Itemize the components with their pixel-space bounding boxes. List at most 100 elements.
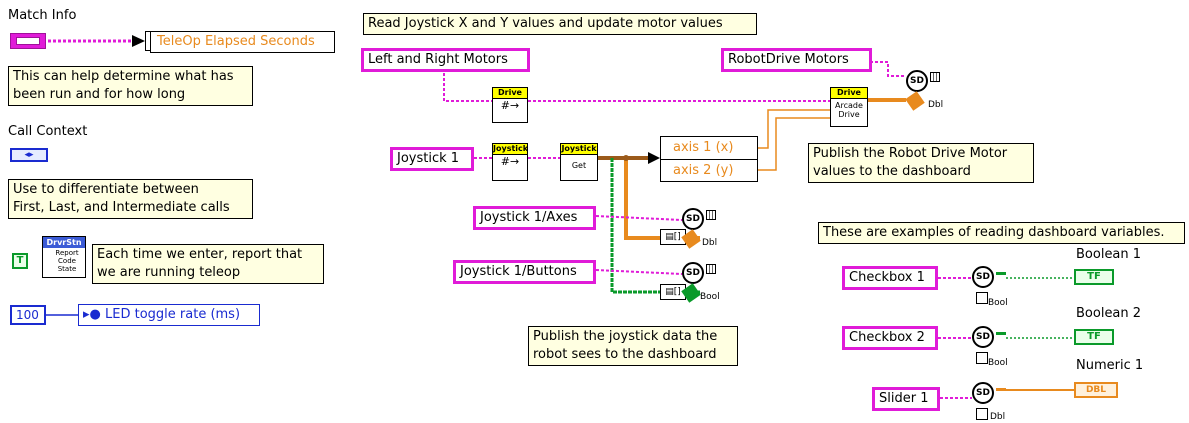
sd-icon: SD: [972, 326, 994, 348]
sd-icon: SD: [972, 266, 994, 288]
vi-body: #→: [500, 155, 520, 168]
call-context-comment: Use to differentiate between First, Last…: [8, 179, 253, 219]
report-comment: Each time we enter, report that we are r…: [92, 244, 324, 284]
joystick-1-ref[interactable]: Joystick 1: [390, 147, 474, 171]
unbundle-axes-node[interactable]: axis 1 (x) axis 2 (y): [660, 136, 758, 182]
dbl-label: Dbl: [928, 100, 944, 110]
globe-icon: ▸●: [83, 307, 101, 322]
output-icon: [996, 272, 1006, 275]
pencil-icon: [681, 229, 701, 249]
axis2-wire: [758, 117, 830, 171]
left-right-motors-wire: [443, 73, 492, 102]
match-info-comment: This can help determine what has been ru…: [8, 66, 253, 106]
publish-motor-comment: Publish the Robot Drive Motor values to …: [808, 143, 1034, 183]
arcade-drive-vi[interactable]: Drive Arcade Drive: [830, 87, 868, 127]
junction-dot: [623, 155, 629, 161]
numeric-1-indicator[interactable]: DBL: [1074, 382, 1118, 398]
comment-line: been run and for how long: [13, 87, 186, 102]
bool-label: Bool: [988, 298, 1008, 308]
title-comment: Read Joystick X and Y values and update …: [363, 13, 757, 35]
publish-joystick-comment: Publish the joystick data the robot sees…: [528, 326, 738, 366]
comment-line: robot sees to the dashboard: [533, 347, 717, 362]
robotdrive-motors-wire: [870, 61, 906, 77]
comment-line: we are running teleop: [97, 265, 241, 280]
vi-header: Joystick: [493, 144, 528, 155]
match-info-terminal[interactable]: [10, 33, 46, 49]
boolean-1-label: Boolean 1: [1076, 247, 1142, 262]
sd-put-buttons[interactable]: SD Bool: [681, 262, 720, 306]
examples-comment: These are examples of reading dashboard …: [818, 222, 1185, 244]
tf-text: TF: [1087, 331, 1101, 342]
sd-icon: SD: [682, 262, 704, 284]
vi-header: Drive: [831, 88, 867, 99]
pencil-icon: [681, 283, 701, 303]
glasses-icon: [976, 352, 988, 364]
bool-label: Bool: [988, 358, 1008, 368]
sd-put-axes[interactable]: SD Dbl: [681, 208, 718, 252]
call-context-terminal[interactable]: ◂▸: [10, 148, 48, 162]
sd-put-dbl-array-motors[interactable]: SD Dbl: [905, 70, 944, 114]
joystick-get-vi[interactable]: Joystick Get: [560, 143, 598, 181]
joystick-axes-ref[interactable]: Joystick 1/Axes: [473, 206, 596, 230]
glasses-icon: [976, 292, 988, 304]
dbl-label: Dbl: [990, 412, 1006, 422]
comment-line: values to the dashboard: [813, 164, 971, 179]
vi-body: Arcade Drive: [835, 101, 863, 119]
array-icon: [706, 210, 716, 220]
numeric-1-label: Numeric 1: [1076, 358, 1144, 373]
match-info-label: Match Info: [8, 8, 77, 23]
dbl-label: Dbl: [702, 238, 718, 248]
report-code-state-vi[interactable]: DrvrStn Report Code State: [42, 236, 86, 278]
axis1-wire: [758, 109, 830, 149]
cluster-icon: [16, 37, 40, 45]
joystick-vi-1[interactable]: Joystick #→: [492, 143, 528, 181]
sd-get-bool-2[interactable]: SD Bool: [972, 326, 1008, 372]
vi-header: Joystick: [561, 144, 597, 155]
array-icon: [930, 72, 940, 82]
comment-line: Use to differentiate between: [13, 182, 199, 197]
robotdrive-motors-ref[interactable]: RobotDrive Motors: [721, 48, 872, 72]
unbundle-arrow: [132, 35, 145, 47]
sd-get-dbl[interactable]: SD Dbl: [972, 382, 1008, 423]
drive-vi-1[interactable]: Drive #→: [492, 87, 528, 123]
axes-name-wire: [595, 215, 683, 221]
tf-text: TF: [1087, 271, 1101, 282]
slider-1-ref[interactable]: Slider 1: [872, 387, 940, 411]
boolean-2-label: Boolean 2: [1076, 306, 1142, 321]
vi-body: Report Code State: [55, 249, 79, 273]
sd-get-bool-1[interactable]: SD Bool: [972, 266, 1008, 312]
bool-label: Bool: [700, 292, 720, 302]
axes-branch-wire: [624, 158, 660, 240]
vi-body: #→: [500, 99, 520, 112]
call-context-label: Call Context: [8, 124, 88, 139]
boolean-2-indicator[interactable]: TF: [1074, 329, 1114, 345]
true-constant[interactable]: T: [12, 253, 28, 269]
axis-1-output[interactable]: axis 1 (x): [661, 137, 757, 160]
teleop-elapsed-seconds: TeleOp Elapsed Seconds: [150, 31, 335, 53]
comment-line: Publish the joystick data the: [533, 329, 718, 344]
array-icon: [706, 264, 716, 274]
led-toggle-rate-indicator[interactable]: ▸● LED toggle rate (ms): [78, 304, 260, 326]
dbl-text: DBL: [1085, 385, 1107, 395]
left-right-motors-ref[interactable]: Left and Right Motors: [361, 48, 530, 72]
output-icon: [996, 332, 1006, 335]
boolean-1-indicator[interactable]: TF: [1074, 269, 1114, 285]
checkbox-2-ref[interactable]: Checkbox 2: [842, 326, 938, 350]
glasses-icon: [976, 408, 988, 420]
joystick-buttons-ref[interactable]: Joystick 1/Buttons: [453, 260, 596, 284]
comment-line: This can help determine what has: [13, 69, 234, 84]
comment-line: Publish the Robot Drive Motor: [813, 146, 1008, 161]
led-rate-constant[interactable]: 100: [10, 305, 46, 325]
axis-2-output[interactable]: axis 2 (y): [673, 163, 734, 178]
pencil-icon: [905, 91, 925, 111]
sd-icon: SD: [682, 208, 704, 230]
vi-header: DrvrStn: [43, 237, 85, 248]
checkbox-1-ref[interactable]: Checkbox 1: [842, 266, 938, 290]
sd-icon: SD: [972, 382, 994, 404]
vi-header: Drive: [493, 88, 527, 99]
sd-icon: SD: [906, 70, 928, 92]
comment-line: Each time we enter, report that: [97, 247, 303, 262]
led-label: LED toggle rate (ms): [105, 307, 241, 322]
unbundle-joystick-arrow: [648, 152, 660, 164]
vi-body: Get: [571, 161, 587, 170]
